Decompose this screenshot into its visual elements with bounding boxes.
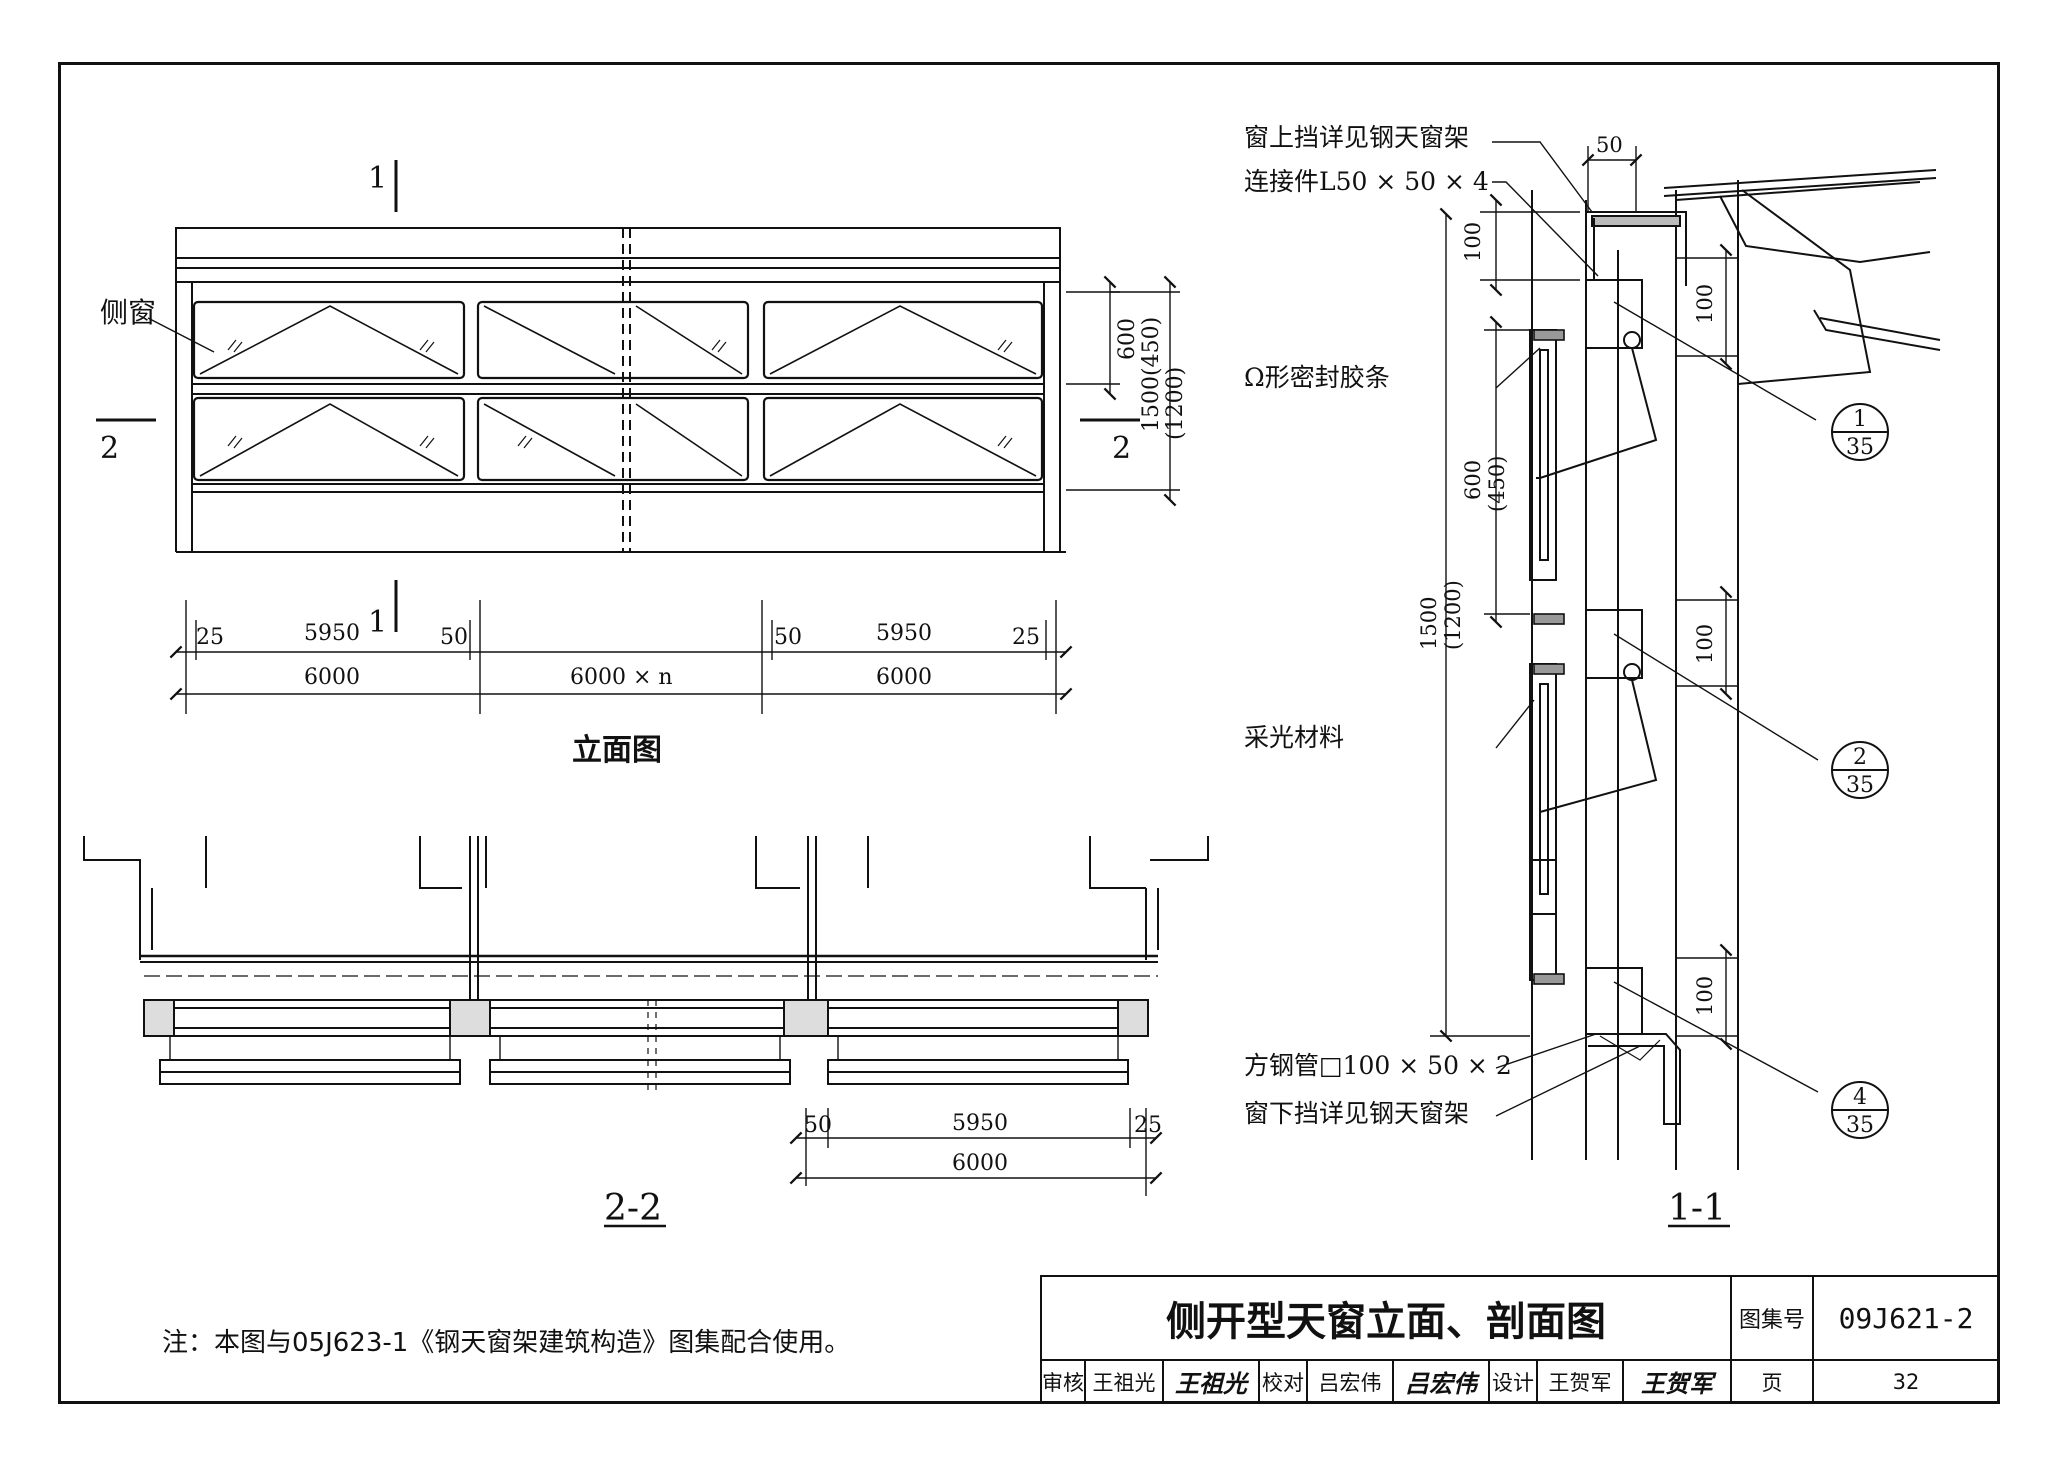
detail-ref-2-page: 35 — [1846, 773, 1874, 798]
side-window-label: 侧窗 — [100, 296, 156, 329]
atlas-number-label: 图集号 — [1732, 1277, 1814, 1359]
section-mark-1-bottom: 1 — [368, 605, 387, 640]
detail-ref-4-num: 4 — [1853, 1085, 1867, 1110]
dim-600: 600 — [1115, 318, 1140, 360]
dim-22-50: 50 — [804, 1113, 832, 1138]
label-connector: 连接件L50 × 50 × 4 — [1244, 167, 1489, 196]
dim-50-left: 50 — [440, 625, 468, 650]
dim-11-50: 50 — [1596, 133, 1623, 157]
title-block: 侧开型天窗立面、剖面图 图集号 09J621-2 审核 王祖光 王祖光 校对 吕… — [1040, 1275, 1998, 1402]
page-number: 32 — [1892, 1369, 1920, 1394]
dim-11-1500: 1500 — [1417, 597, 1441, 650]
dim-11-450: (450) — [1485, 456, 1509, 512]
detail-ref-1-page: 35 — [1846, 435, 1874, 460]
label-bottom-stop: 窗下挡详见钢天窗架 — [1244, 1099, 1469, 1128]
drawing-title: 侧开型天窗立面、剖面图 — [1042, 1277, 1732, 1359]
reviewer-signature: 王祖光 — [1164, 1361, 1260, 1402]
dim-11-100-top: 100 — [1461, 222, 1485, 262]
detail-ref-4-page: 35 — [1846, 1113, 1874, 1138]
checker-signature: 吕宏伟 — [1394, 1361, 1490, 1402]
dim-5950-left: 5950 — [304, 621, 360, 646]
dim-22-6000: 6000 — [952, 1151, 1008, 1176]
label-daylight-material: 采光材料 — [1244, 723, 1344, 752]
dim-450: (450) — [1139, 317, 1164, 376]
drawing-sheet-border — [58, 62, 2000, 1404]
elevation-labels: 1 1 2 2 侧窗 600 (450) 1500 (1200) 25 5950… — [100, 161, 1188, 768]
reviewer-name: 王祖光 — [1086, 1361, 1164, 1402]
checker-name: 吕宏伟 — [1308, 1361, 1394, 1402]
elevation-caption: 立面图 — [572, 733, 662, 768]
detail-ref-1-num: 1 — [1853, 407, 1867, 432]
design-label: 设计 — [1490, 1361, 1538, 1402]
dim-6000-left: 6000 — [304, 665, 360, 690]
check-label: 校对 — [1260, 1361, 1308, 1402]
section-1-1-view — [1430, 141, 1941, 1228]
dim-6000-right: 6000 — [876, 665, 932, 690]
label-square-tube: 方钢管□100 × 50 × 2 — [1244, 1051, 1512, 1080]
dim-11-600: 600 — [1461, 460, 1485, 500]
section-1-1-caption: 1-1 — [1668, 1188, 1726, 1229]
dim-11-1200: (1200) — [1441, 580, 1465, 650]
review-label: 审核 — [1042, 1361, 1086, 1402]
dim-11-100-right-3: 100 — [1693, 976, 1717, 1016]
dim-25-right: 25 — [1012, 625, 1040, 650]
dim-22-5950: 5950 — [952, 1111, 1008, 1136]
label-top-stop: 窗上挡详见钢天窗架 — [1244, 123, 1469, 152]
dim-11-100-right-1: 100 — [1693, 284, 1717, 324]
section-mark-2-left: 2 — [100, 431, 119, 466]
detail-ref-2-num: 2 — [1853, 745, 1867, 770]
section-2-2-view — [83, 836, 1209, 1228]
section-2-2-caption: 2-2 — [604, 1188, 662, 1229]
page-label: 页 — [1732, 1361, 1814, 1402]
section-2-2-labels: 50 5950 25 6000 2-2 — [604, 1111, 1162, 1229]
dim-22-25: 25 — [1134, 1113, 1162, 1138]
section-1-1-labels: 窗上挡详见钢天窗架 连接件L50 × 50 × 4 Ω形密封胶条 采光材料 方钢… — [1244, 123, 1874, 1229]
elevation-view — [96, 160, 1180, 714]
dim-5950-right: 5950 — [876, 621, 932, 646]
drawing-note: 注：本图与05J623-1《钢天窗架建筑构造》图集配合使用。 — [162, 1328, 851, 1358]
dim-25-left: 25 — [196, 625, 224, 650]
dim-50-right: 50 — [774, 625, 802, 650]
dim-1200: (1200) — [1163, 367, 1188, 440]
atlas-number: 09J621-2 — [1838, 1301, 1974, 1335]
section-mark-2-right: 2 — [1112, 431, 1131, 466]
dim-6000xn: 6000 × n — [570, 665, 673, 690]
label-omega-seal: Ω形密封胶条 — [1244, 363, 1390, 392]
designer-name: 王贺军 — [1538, 1361, 1624, 1402]
dim-1500: 1500 — [1139, 376, 1164, 432]
designer-signature: 王贺军 — [1624, 1361, 1732, 1402]
section-mark-1-top: 1 — [368, 161, 387, 196]
dim-11-100-right-2: 100 — [1693, 624, 1717, 664]
